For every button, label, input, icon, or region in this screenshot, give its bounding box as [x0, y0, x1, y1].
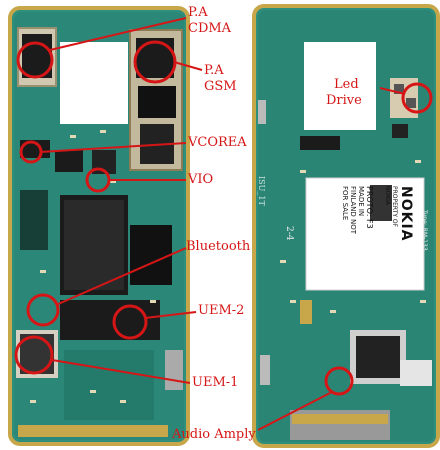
label-pa-gsm-1: P.A — [204, 63, 224, 78]
pcb-ref-isu: ISU_1T — [257, 176, 266, 206]
sticker-text: NOKIA PROPERTY OF NOKIA PROTO: F3 MADE I… — [341, 186, 414, 242]
label-pa-cdma-1: P.A — [188, 5, 208, 20]
label-led-drive-1: Led — [334, 77, 359, 92]
sticker-line-2: PROTO: F3 — [365, 186, 374, 229]
sticker-line-1: PROPERTY OF NOKIA — [384, 186, 398, 228]
label-uem-2: UEM-2 — [198, 303, 245, 318]
label-uem-1: UEM-1 — [192, 375, 239, 390]
label-led-drive-2: Drive — [326, 93, 362, 108]
sticker-line-3: MADE IN FINLAND NOT FOR SALE — [341, 186, 365, 235]
label-bluetooth: Bluetooth — [186, 239, 251, 254]
right-board — [252, 4, 440, 448]
label-pa-cdma-2: CDMA — [188, 21, 232, 36]
left-board — [8, 6, 203, 446]
label-vio: VIO — [188, 172, 214, 187]
label-pa-gsm-2: GSM — [204, 79, 237, 94]
pcb-ref-number: 2-4 — [284, 226, 294, 241]
label-vcorea: VCOREA — [188, 135, 247, 150]
sticker-type: Type: RM-133 — [421, 210, 428, 251]
label-audio-amply: Audio Amply — [172, 427, 256, 442]
sticker-brand: NOKIA — [398, 186, 414, 242]
